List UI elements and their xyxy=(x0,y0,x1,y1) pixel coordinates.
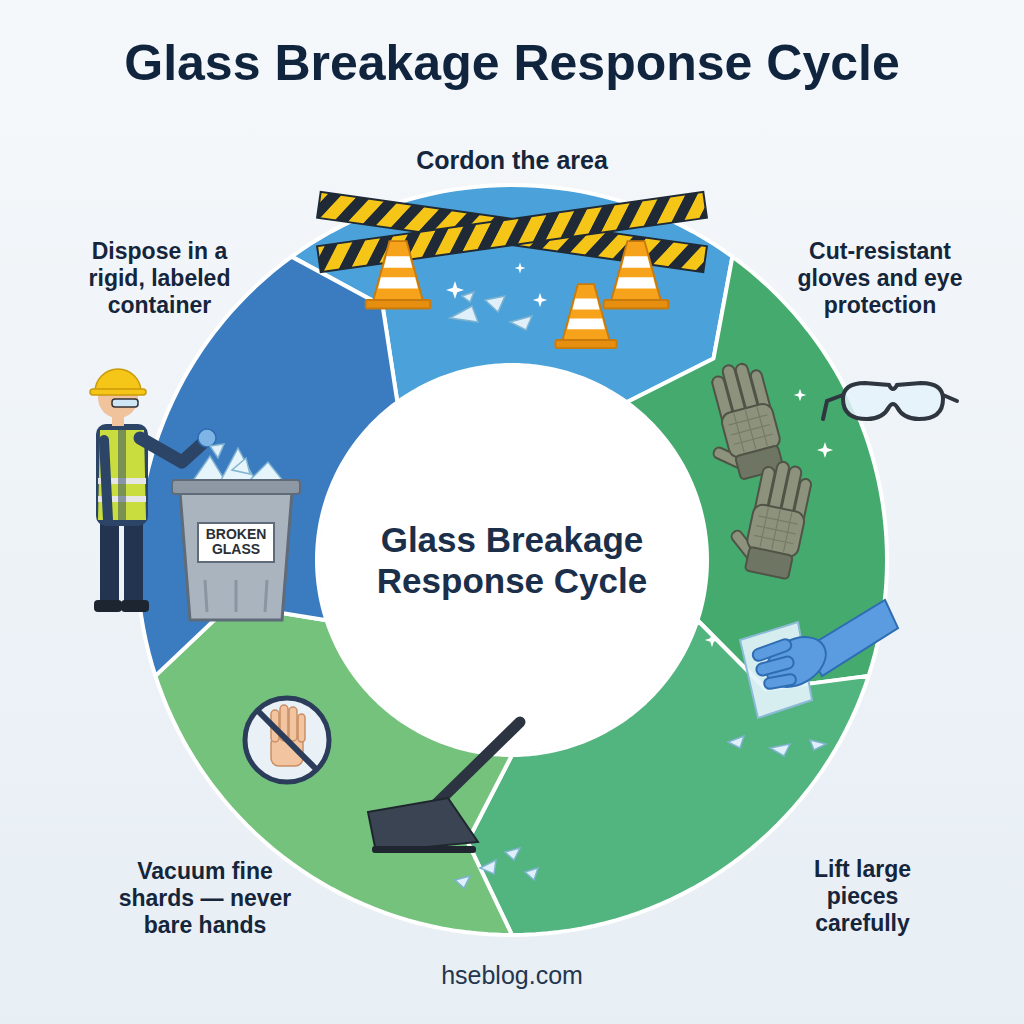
label-box: Cut-resistant gloves and eye protection xyxy=(785,238,975,319)
label-box: Lift large pieces carefully xyxy=(790,856,935,937)
step-label: Cordon the area xyxy=(362,146,662,176)
label-box: Glass Breakage Response Cycle xyxy=(347,519,677,602)
center-title: Glass Breakage Response Cycle xyxy=(347,519,677,602)
disc-shape xyxy=(317,365,707,755)
step-label: Dispose in a rigid, labeled container xyxy=(62,238,257,319)
center-disc: Glass Breakage Response Cycle xyxy=(317,365,707,755)
segment-outline xyxy=(137,257,397,676)
label-box: Dispose in a rigid, labeled container xyxy=(62,238,257,319)
center-circle xyxy=(319,367,705,753)
segment-outline xyxy=(627,257,887,690)
step-label: Cut-resistant gloves and eye protection xyxy=(785,238,975,319)
step-label: Lift large pieces carefully xyxy=(790,856,935,937)
label-box: Cordon the area xyxy=(362,146,662,176)
bin-label: BROKEN GLASS xyxy=(197,522,275,563)
segment-outline xyxy=(292,185,733,402)
watermark: hseblog.com xyxy=(0,962,1024,990)
segment-outline xyxy=(467,620,868,935)
step-label: Vacuum fine shards — never bare hands xyxy=(110,858,300,939)
segment-outline xyxy=(155,605,512,935)
diagram-title: Glass Breakage Response Cycle xyxy=(0,34,1024,92)
label-box: Vacuum fine shards — never bare hands xyxy=(110,858,300,939)
